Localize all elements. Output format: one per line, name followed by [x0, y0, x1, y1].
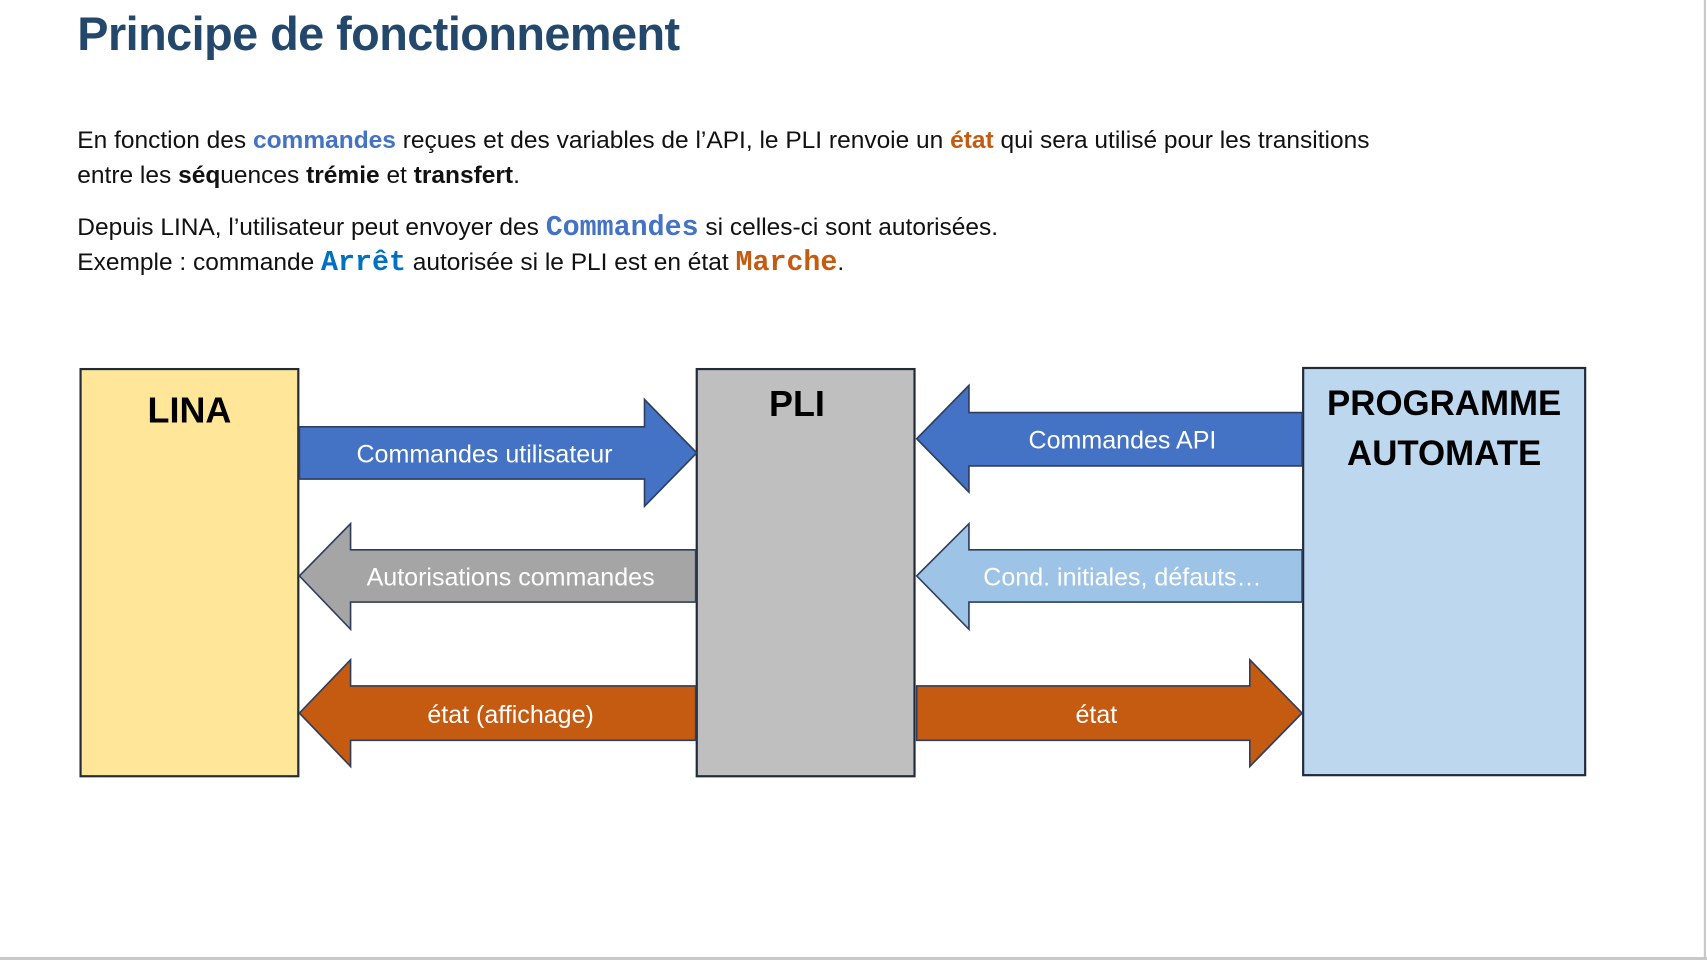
label-cond-initiales: Cond. initiales, défauts… — [983, 564, 1261, 592]
paragraph-1: En fonction des commandes reçues et des … — [77, 123, 1369, 193]
arrow-etat — [915, 657, 1304, 769]
pli-label: PLI — [768, 383, 825, 424]
pli-box: PLI — [695, 367, 916, 778]
code-arret: Arrêt — [321, 246, 406, 279]
label-commandes-api: Commandes API — [1029, 427, 1217, 455]
arrow-commandes-api — [915, 383, 1303, 495]
text: . — [513, 161, 520, 189]
slide-title: Principe de fonctionnement — [77, 8, 680, 61]
arrow-commandes-utilisateur — [298, 397, 698, 509]
text: uences — [220, 161, 307, 189]
lina-box: LINA — [79, 367, 300, 778]
text: qui sera utilisé pour les transitions — [993, 126, 1370, 154]
text: autorisée si le PLI est en état — [405, 248, 736, 276]
text: Depuis LINA, l’utilisateur peut envoyer … — [77, 213, 546, 241]
keyword-transfert: transfert — [413, 161, 514, 189]
arrow-etat-affichage — [298, 657, 697, 769]
text: et — [379, 161, 414, 189]
label-autorisations-commandes: Autorisations commandes — [367, 564, 655, 592]
label-commandes-utilisateur: Commandes utilisateur — [356, 441, 612, 469]
text: entre les — [77, 161, 179, 189]
keyword-sequences: séq — [178, 161, 221, 189]
programme-automate-box: PROGRAMME AUTOMATE — [1302, 366, 1587, 777]
code-commandes: Commandes — [545, 211, 699, 244]
text: si celles-ci sont autorisées. — [698, 213, 999, 241]
text: En fonction des — [77, 126, 253, 154]
label-etat: état — [1075, 701, 1117, 729]
keyword-commandes: commandes — [252, 126, 396, 154]
text: . — [837, 248, 845, 276]
lina-label: LINA — [147, 389, 232, 431]
text: reçues et des variables de l’API, le PLI… — [395, 126, 951, 154]
arrow-autorisations-commandes — [298, 521, 697, 632]
paragraph-2: Depuis LINA, l’utilisateur peut envoyer … — [77, 210, 998, 280]
text: Exemple : commande — [77, 248, 322, 276]
automate-label: AUTOMATE — [1347, 433, 1542, 473]
arrow-cond-initiales — [915, 521, 1303, 632]
keyword-tremie: trémie — [306, 161, 380, 189]
keyword-etat: état — [950, 126, 994, 154]
right-edge-divider — [1703, 0, 1706, 960]
bottom-edge-divider — [0, 956, 1707, 960]
label-etat-affichage: état (affichage) — [427, 701, 594, 729]
programme-label: PROGRAMME — [1327, 383, 1562, 423]
code-marche: Marche — [735, 246, 838, 279]
